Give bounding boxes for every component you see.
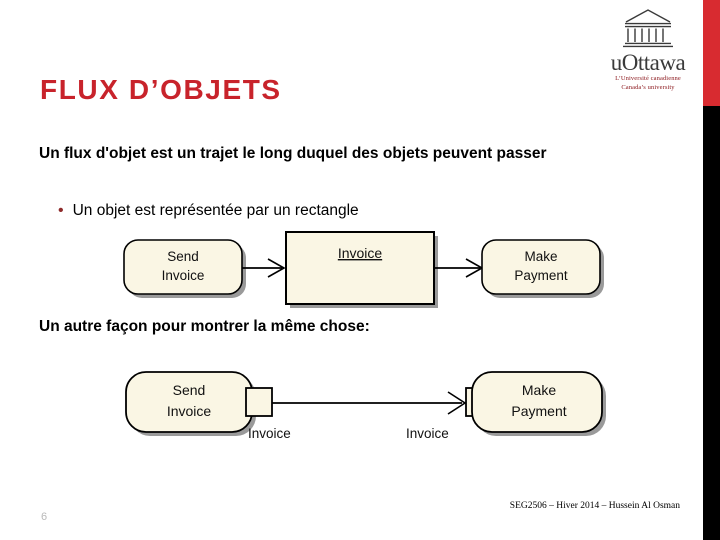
diagram-object-flow-with-pins: Send Invoice Invoice Invoice Make — [118, 358, 618, 458]
node-make-payment-2-line1: Make — [522, 382, 556, 398]
node-make-payment: Make Payment — [481, 239, 601, 295]
edge-invoice-to-payment — [434, 258, 484, 278]
edge-send-to-invoice — [242, 258, 286, 278]
edge-pin-to-pin — [272, 391, 467, 415]
bullet-item: • Un objet est représentée par un rectan… — [58, 201, 359, 221]
logo-tagline-fr: L’Université canadienne — [615, 75, 681, 82]
node-invoice-object-label: Invoice — [338, 245, 383, 261]
node-send-invoice-2-line1: Send — [173, 382, 206, 398]
uottawa-logo: uOttawa L’Université canadienne Canada’s… — [596, 8, 700, 94]
logo-tagline-en: Canada’s university — [621, 84, 675, 91]
logo-wordmark-u: u — [610, 50, 623, 75]
edge-accent-bar-red — [703, 0, 720, 106]
node-make-payment-line2: Payment — [514, 268, 568, 283]
node-send-invoice-2-line2: Invoice — [167, 403, 212, 419]
diagram-object-flow-with-object-node: Send Invoice Invoice Make — [118, 228, 618, 316]
page-number: 6 — [41, 511, 48, 523]
node-send-invoice-line2: Invoice — [162, 268, 205, 283]
bullet-label: Un objet est représentée par un rectangl… — [72, 202, 359, 219]
edge-accent-bar-black — [703, 106, 720, 540]
intro-paragraph: Un flux d'objet est un trajet le long du… — [39, 145, 547, 162]
node-make-payment-2-line2: Payment — [511, 403, 566, 419]
pin-input-label: Invoice — [406, 426, 449, 441]
diagram-bottom-canvas: Send Invoice Invoice Invoice Make — [125, 371, 606, 441]
subheading: Un autre façon pour montrer la même chos… — [39, 318, 370, 335]
diagram-top-canvas: Send Invoice Invoice Make — [123, 231, 604, 308]
footer-credit: SEG2506 – Hiver 2014 – Hussein Al Osman — [509, 501, 680, 511]
node-make-payment-2: Make Payment — [471, 371, 603, 433]
pin-output: Invoice — [245, 387, 291, 441]
logo-wordmark: uOttawa — [596, 51, 700, 74]
slide-title: FLUX D’OBJETS — [40, 74, 282, 105]
node-make-payment-line1: Make — [524, 249, 557, 264]
node-send-invoice-line1: Send — [167, 249, 199, 264]
pin-output-label: Invoice — [248, 426, 291, 441]
node-send-invoice-2: Send Invoice — [125, 371, 253, 433]
node-send-invoice: Send Invoice — [123, 239, 243, 295]
edge-gutter — [699, 0, 703, 540]
logo-wordmark-ottawa: Ottawa — [621, 50, 686, 75]
node-invoice-object: Invoice — [285, 231, 435, 305]
university-building-icon — [623, 9, 673, 48]
bullet-dot-icon: • — [58, 202, 64, 219]
